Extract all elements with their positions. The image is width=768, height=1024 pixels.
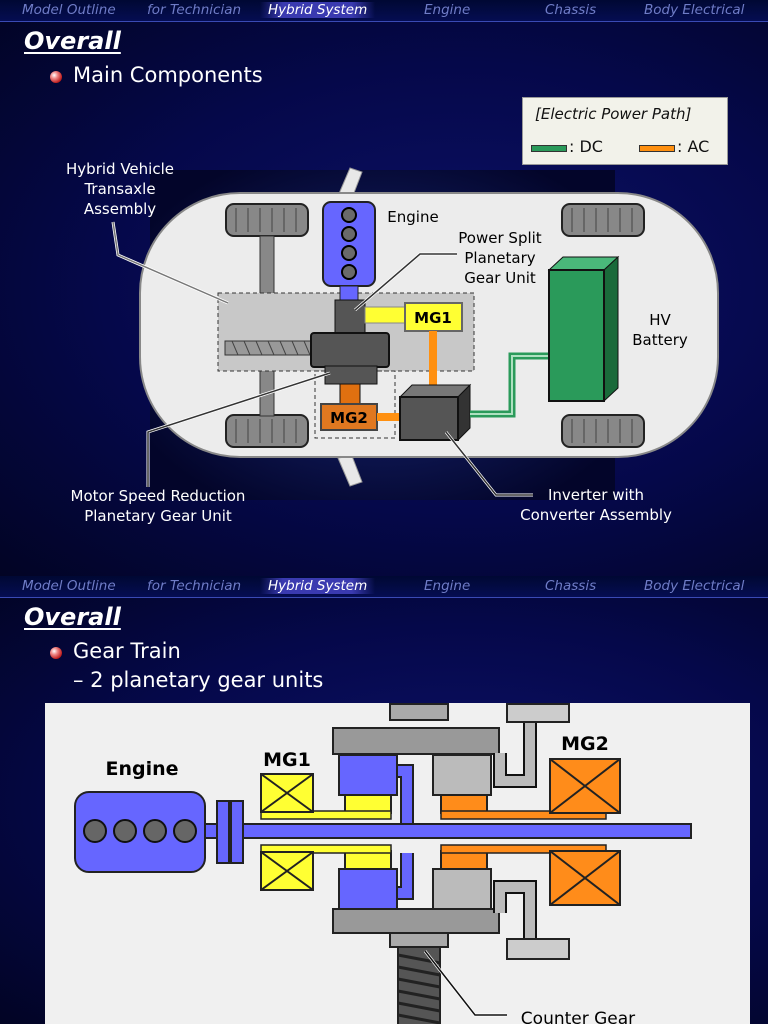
dc-swatch (531, 145, 567, 152)
gear-train-mg1-label: MG1 (263, 749, 311, 771)
mg1-coil-top (260, 773, 314, 813)
nav-engine[interactable]: Engine (424, 2, 471, 18)
page-title: Overall (24, 27, 121, 55)
sub-bullet-planetary: – 2 planetary gear units (73, 668, 324, 692)
damper-right (230, 800, 244, 864)
inverter-box (398, 383, 472, 442)
wheel-front-bottom (225, 414, 309, 448)
nav-engine[interactable]: Engine (424, 578, 471, 594)
nav-hybrid-system[interactable]: Hybrid System (260, 2, 376, 18)
dc-legend-label: : DC (569, 137, 603, 156)
inverter-label: Inverter with Converter Assembly (520, 486, 672, 524)
main-shaft (204, 823, 692, 839)
mg1-shaft (364, 306, 408, 324)
mg1-label: MG1 (414, 309, 452, 327)
planet-gear-1-bottom (338, 868, 398, 910)
engine-label: Engine (387, 208, 438, 226)
bullet-icon (50, 71, 62, 83)
hv-battery-label-1: HV (649, 311, 671, 329)
hv-battery (547, 255, 620, 403)
hv-battery-label-2: Battery (632, 331, 688, 349)
nav-body-electrical[interactable]: Body Electrical (644, 578, 745, 594)
mg2-coil-top (549, 758, 621, 814)
nav-body-electrical[interactable]: Body Electrical (644, 2, 745, 18)
power-split-label-3: Gear Unit (464, 269, 536, 287)
bullet-gear-train: Gear Train (73, 639, 181, 663)
slide-main-components: Model Outline for Technician Hybrid Syst… (0, 0, 768, 576)
nav-hybrid-system[interactable]: Hybrid System (260, 578, 376, 594)
planet-gear-2-top (432, 754, 492, 796)
damper-left (216, 800, 230, 864)
planet-gear-1-top (338, 754, 398, 796)
main-components-diagram: MG1 MG2 Engine Powe (111, 167, 719, 500)
mg1-coil-bottom (260, 851, 314, 891)
nav-model-outline[interactable]: Model Outline (22, 2, 116, 18)
wheel-front-top (225, 203, 309, 237)
gear-train-mg2-label: MG2 (561, 733, 609, 755)
wheel-rear-bottom (561, 414, 645, 448)
motor-speed-reduction-label: Motor Speed Reduction Planetary Gear Uni… (70, 487, 246, 525)
ac-swatch (639, 145, 675, 152)
mg2-label: MG2 (330, 409, 368, 427)
mg2-coil-bottom (549, 850, 621, 906)
bullet-icon (50, 647, 62, 659)
planet-gear-2-bottom (432, 868, 492, 910)
mg1-box (404, 302, 463, 332)
gear-train-panel: Engine MG1 MG2 Counter Gear (45, 703, 750, 1024)
power-split-label-2: Planetary (464, 249, 535, 267)
ring-gear-bottom (332, 908, 500, 934)
gear-train-engine (74, 791, 206, 873)
mg2-box (320, 403, 378, 431)
bullet-main-components: Main Components (73, 63, 263, 87)
mg2-dashed-box (314, 370, 396, 439)
legend-title: [Electric Power Path] (535, 105, 692, 123)
counter-gear-label: Counter Gear (521, 1009, 635, 1024)
nav-chassis[interactable]: Chassis (545, 578, 597, 594)
transaxle-label: Hybrid Vehicle Transaxle Assembly (66, 160, 174, 218)
nav-for-technician[interactable]: for Technician (147, 578, 242, 594)
wheel-rear-top (561, 203, 645, 237)
top-nav-2: Model Outline for Technician Hybrid Syst… (0, 576, 768, 598)
ac-legend-label: : AC (677, 137, 710, 156)
gear-train-diagram: Engine MG1 MG2 Counter Gear (74, 703, 692, 1024)
ring-gear-top (332, 727, 500, 755)
page-title-2: Overall (24, 603, 121, 631)
power-split-label-1: Power Split (458, 229, 541, 247)
power-path-legend: [Electric Power Path] : DC : AC (522, 97, 728, 165)
nav-chassis[interactable]: Chassis (545, 2, 597, 18)
top-nav: Model Outline for Technician Hybrid Syst… (0, 0, 768, 22)
gear-train-engine-label: Engine (105, 758, 178, 780)
nav-for-technician[interactable]: for Technician (147, 2, 242, 18)
nav-model-outline[interactable]: Model Outline (22, 578, 116, 594)
counter-gear-top (389, 703, 449, 721)
slide-gear-train: Model Outline for Technician Hybrid Syst… (0, 576, 768, 1024)
counter-gear-shaft (397, 946, 441, 1024)
